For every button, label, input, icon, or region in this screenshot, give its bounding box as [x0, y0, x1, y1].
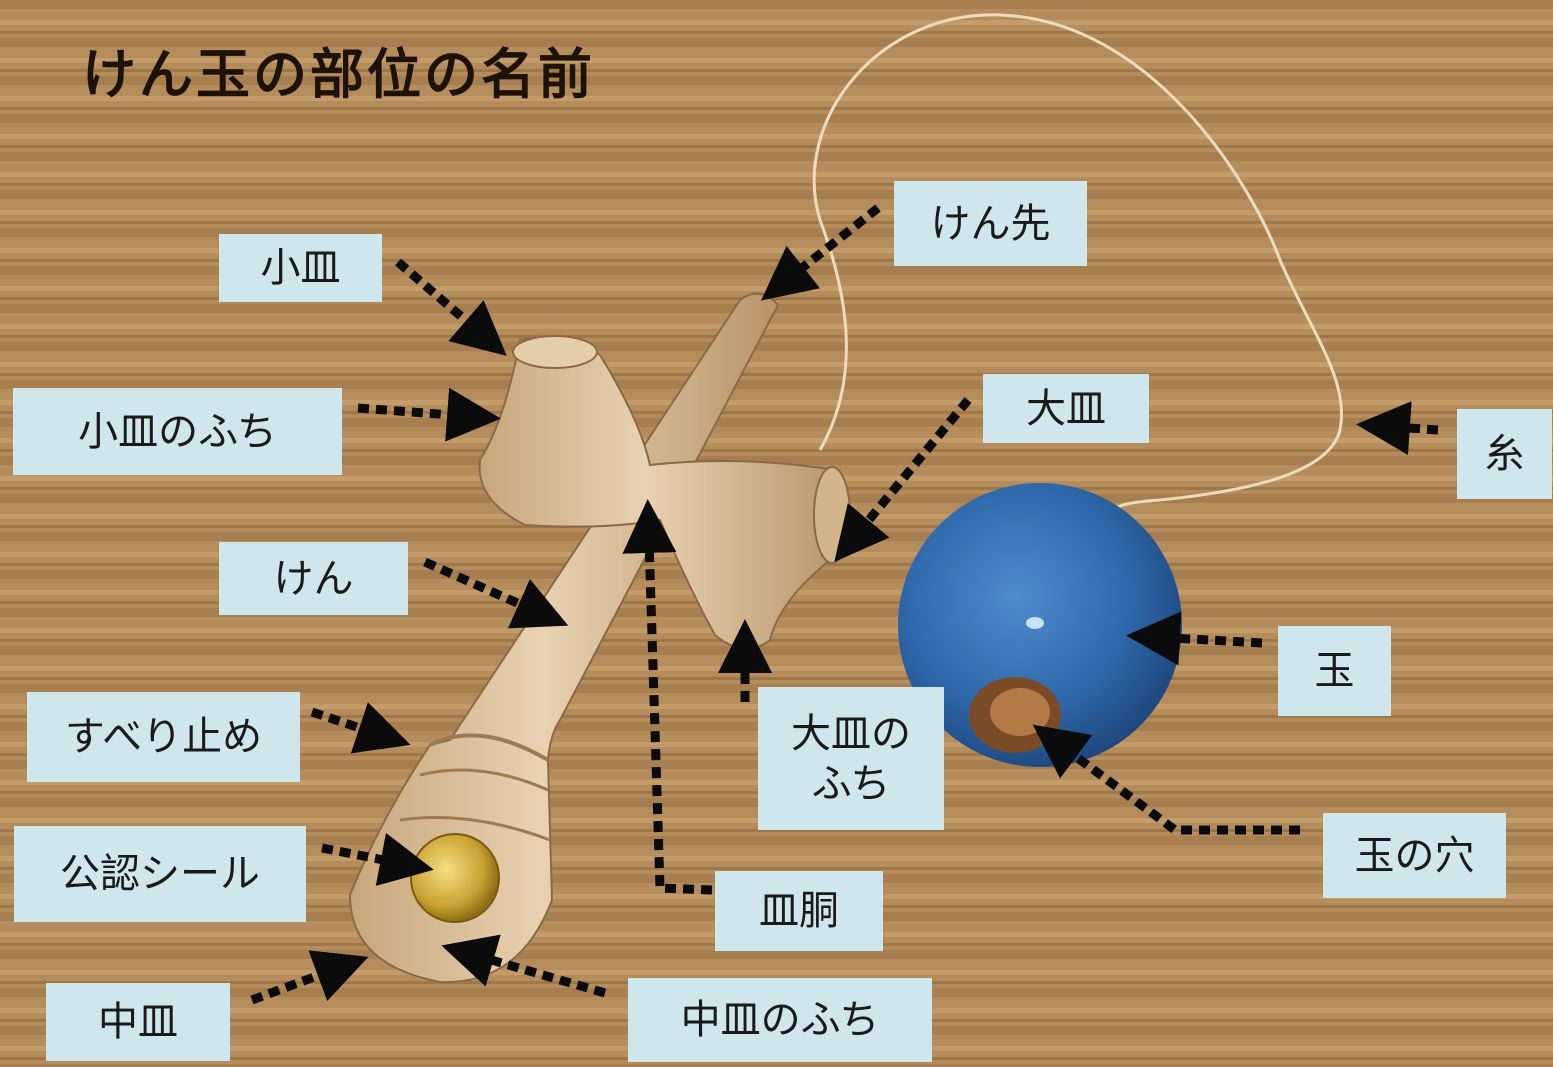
label-nakazara: 中皿	[46, 983, 230, 1061]
arrow-kensaki	[760, 204, 881, 301]
arrow-kozara-fuchi	[357, 387, 501, 442]
arrow-oozara	[834, 397, 972, 562]
arrow-kozara	[395, 258, 507, 356]
label-ito: 糸	[1457, 409, 1552, 499]
arrow-suberidome	[310, 702, 411, 754]
label-kozara: 小皿	[219, 234, 382, 302]
label-oozara-fuchi-line1: 大皿の	[791, 710, 911, 757]
arrow-ken	[423, 557, 569, 629]
arrow-nakazara-fuchi	[441, 934, 607, 998]
pointer-arrows	[250, 204, 1439, 1005]
label-kozara-fuchi: 小皿のふち	[13, 388, 342, 475]
label-oozara-fuchi-line2: ふち	[811, 760, 891, 807]
sarado-crosspiece	[478, 335, 851, 650]
label-ken: けん	[219, 542, 408, 615]
string	[812, 13, 1343, 512]
arrow-nakazara	[250, 950, 369, 1005]
arrow-ito	[1356, 401, 1439, 456]
arrow-tama-ana	[1032, 724, 1300, 835]
diagram-title: けん玉の部位の名前	[82, 43, 595, 106]
arrow-tama	[1126, 611, 1263, 666]
label-koninseal: 公認シール	[14, 826, 306, 922]
label-saradou: 皿胴	[715, 871, 883, 951]
label-nakazara-fuchi: 中皿のふち	[628, 978, 932, 1062]
label-tama: 玉	[1278, 626, 1391, 716]
koninseal-sticker	[410, 833, 500, 923]
label-tama-ana: 玉の穴	[1323, 813, 1506, 898]
label-suberidome: すべり止め	[27, 692, 300, 782]
label-kensaki: けん先	[894, 181, 1087, 266]
label-oozara: 大皿	[983, 374, 1149, 443]
label-oozara-fuchi: 大皿の ふち	[758, 687, 944, 830]
